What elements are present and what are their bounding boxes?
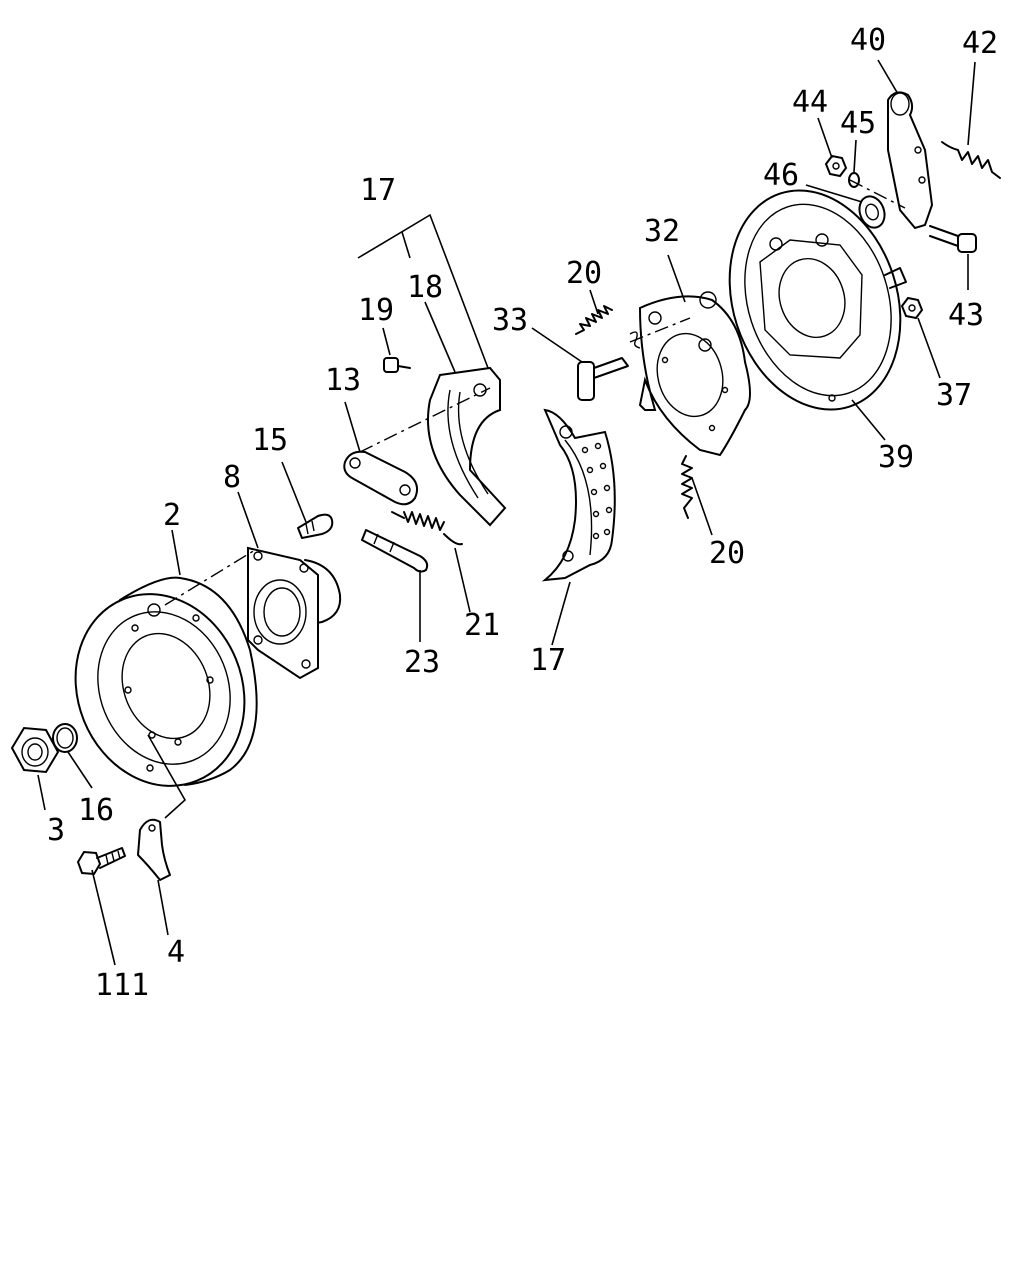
- part-43-bolt: [929, 225, 977, 253]
- label-part-20-upper: 20: [566, 256, 602, 291]
- part-23-pin: [361, 529, 429, 573]
- leader-lines: [37, 59, 976, 966]
- part-15-stud: [297, 513, 334, 539]
- label-part-46: 46: [763, 158, 799, 193]
- label-part-17-lower: 17: [530, 643, 566, 678]
- label-part-13: 13: [325, 363, 361, 398]
- assembly-center-line: [164, 179, 906, 606]
- label-part-37: 37: [936, 378, 972, 413]
- part-33-cam-shaft: [577, 331, 641, 401]
- label-part-3: 3: [47, 813, 65, 848]
- label-part-42: 42: [962, 26, 998, 61]
- part-17-lined-shoe: [541, 408, 616, 582]
- part-13-link-plate: [343, 450, 418, 506]
- part-2-brake-drum: [74, 576, 258, 787]
- label-part-19: 19: [358, 293, 394, 328]
- label-part-8: 8: [223, 460, 241, 495]
- part-45-washer: [848, 172, 860, 188]
- label-part-111: 111: [95, 968, 149, 1003]
- label-part-43: 43: [948, 298, 984, 333]
- label-part-23: 23: [404, 645, 440, 680]
- part-number-labels: 2 3 16 4 111 8 15 13 17 18 19 21 23 17 2…: [47, 23, 998, 1003]
- label-part-45: 45: [840, 106, 876, 141]
- label-part-2: 2: [163, 498, 181, 533]
- part-39-back-plate: [728, 189, 907, 411]
- label-part-33: 33: [492, 303, 528, 338]
- part-19-screw: [383, 357, 411, 373]
- part-40-lever: [887, 91, 934, 230]
- label-part-16: 16: [78, 793, 114, 828]
- label-part-18: 18: [407, 270, 443, 305]
- label-part-44: 44: [792, 85, 828, 120]
- label-part-20-lower: 20: [709, 536, 745, 571]
- part-16-ring: [52, 723, 78, 753]
- part-4-clip: [137, 818, 171, 881]
- label-part-21: 21: [464, 608, 500, 643]
- label-part-40: 40: [850, 23, 886, 58]
- part-42-spring: [941, 141, 1001, 179]
- part-20-spring-lower: [681, 455, 693, 519]
- part-20-spring-upper: [575, 305, 613, 335]
- part-32-anchor-plate: [638, 291, 751, 457]
- part-37-nut: [900, 296, 924, 320]
- part-44-nut: [824, 154, 848, 178]
- part-8-hub-flange: [247, 546, 342, 680]
- part-21-spring: [391, 511, 463, 546]
- part-3-nut: [10, 726, 60, 774]
- part-111-bolt: [76, 847, 126, 876]
- label-part-32: 32: [644, 214, 680, 249]
- part-18-brake-shoe: [427, 366, 507, 527]
- label-part-15: 15: [252, 423, 288, 458]
- label-part-4: 4: [167, 935, 185, 970]
- part-46-bushing: [858, 195, 886, 229]
- label-part-17-upper: 17: [360, 173, 396, 208]
- label-part-39: 39: [878, 440, 914, 475]
